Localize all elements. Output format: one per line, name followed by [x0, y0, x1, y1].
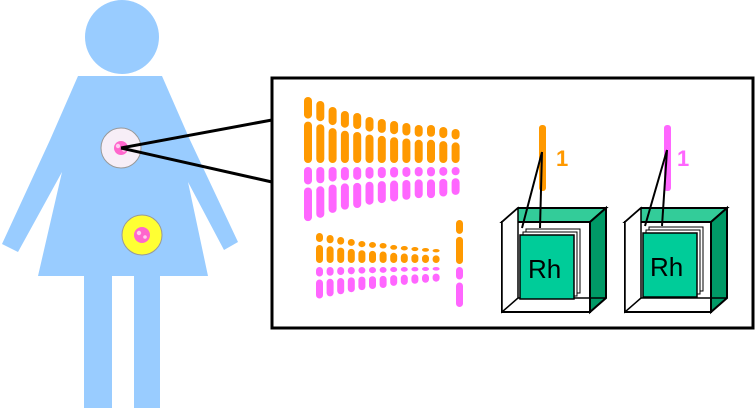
chromosome — [414, 167, 423, 199]
chromosome — [390, 167, 399, 202]
chromosome — [379, 267, 387, 288]
chromosome — [411, 247, 419, 263]
chromosome — [316, 101, 325, 163]
chromosome — [328, 107, 337, 163]
chromosome — [422, 248, 429, 263]
chromosome — [427, 167, 435, 199]
gene-label-paternal: Rh — [650, 252, 683, 282]
chromosome — [304, 97, 312, 163]
pointer-line — [644, 149, 668, 227]
chromosome — [347, 267, 355, 293]
chromosome — [316, 267, 323, 299]
karyotype-maternal-row-1 — [304, 97, 460, 163]
chromosome — [451, 129, 460, 163]
zoom-line-lower — [120, 146, 273, 184]
chromosome — [390, 245, 398, 263]
woman-silhouette-icon — [2, 0, 238, 408]
chromosome — [358, 267, 366, 291]
chromosome — [439, 127, 448, 163]
karyotype-maternal-row-2 — [316, 220, 463, 264]
karyotype-paternal-row-1 — [304, 167, 460, 222]
pointer-line — [521, 151, 543, 229]
torso — [2, 76, 238, 408]
pointer-line — [539, 151, 543, 229]
chromosome — [316, 167, 325, 218]
chromosome — [337, 267, 345, 295]
gene-label-maternal: Rh — [528, 254, 561, 284]
chromosome — [369, 267, 376, 290]
chromosome — [400, 267, 408, 285]
pointer-line — [661, 149, 668, 227]
chromosome — [439, 167, 448, 197]
chromosome — [400, 246, 408, 263]
chromosome — [456, 267, 463, 307]
chromosome — [411, 267, 419, 284]
chromosome — [422, 267, 429, 283]
chromosome — [390, 267, 398, 286]
chromosome-number-maternal: 1 — [556, 146, 568, 171]
chromosome-number-paternal: 1 — [677, 146, 689, 171]
chromosome — [304, 167, 312, 222]
chromosome — [316, 233, 323, 263]
chromosome — [377, 167, 386, 204]
chromosome — [340, 111, 349, 163]
chromosome — [456, 220, 463, 264]
chromosome — [414, 125, 423, 163]
chromosome — [377, 119, 386, 163]
chromosome — [353, 113, 362, 163]
egg-cell-icon — [121, 214, 163, 256]
gene-box-maternal: 1 Rh — [499, 125, 609, 315]
chromosome — [432, 267, 440, 282]
chromosome — [365, 117, 374, 163]
chromosome — [365, 167, 374, 205]
chromosome — [337, 237, 345, 263]
chromosome — [326, 235, 334, 263]
karyotype-paternal-row-2 — [316, 267, 463, 307]
book-icon: Rh — [642, 226, 704, 298]
chromosome — [340, 167, 349, 210]
chromosome — [402, 167, 411, 200]
chromosome — [369, 242, 376, 263]
box-icon — [499, 205, 609, 315]
chromosome — [402, 123, 411, 163]
book-icon: Rh — [519, 228, 581, 300]
chromosome — [358, 241, 366, 263]
karyotype — [304, 97, 463, 307]
chromosome — [347, 239, 355, 263]
gene-box-paternal: 1 Rh — [622, 125, 730, 315]
chromosome — [328, 167, 337, 213]
chromosome — [326, 267, 334, 297]
chromosome — [379, 243, 387, 263]
zoom-line-upper — [120, 118, 273, 150]
chromosome — [427, 125, 435, 163]
chromosome — [390, 121, 399, 163]
chromosome — [451, 167, 460, 195]
head — [85, 0, 159, 74]
chromosome — [432, 249, 440, 263]
chromosome — [353, 167, 362, 208]
